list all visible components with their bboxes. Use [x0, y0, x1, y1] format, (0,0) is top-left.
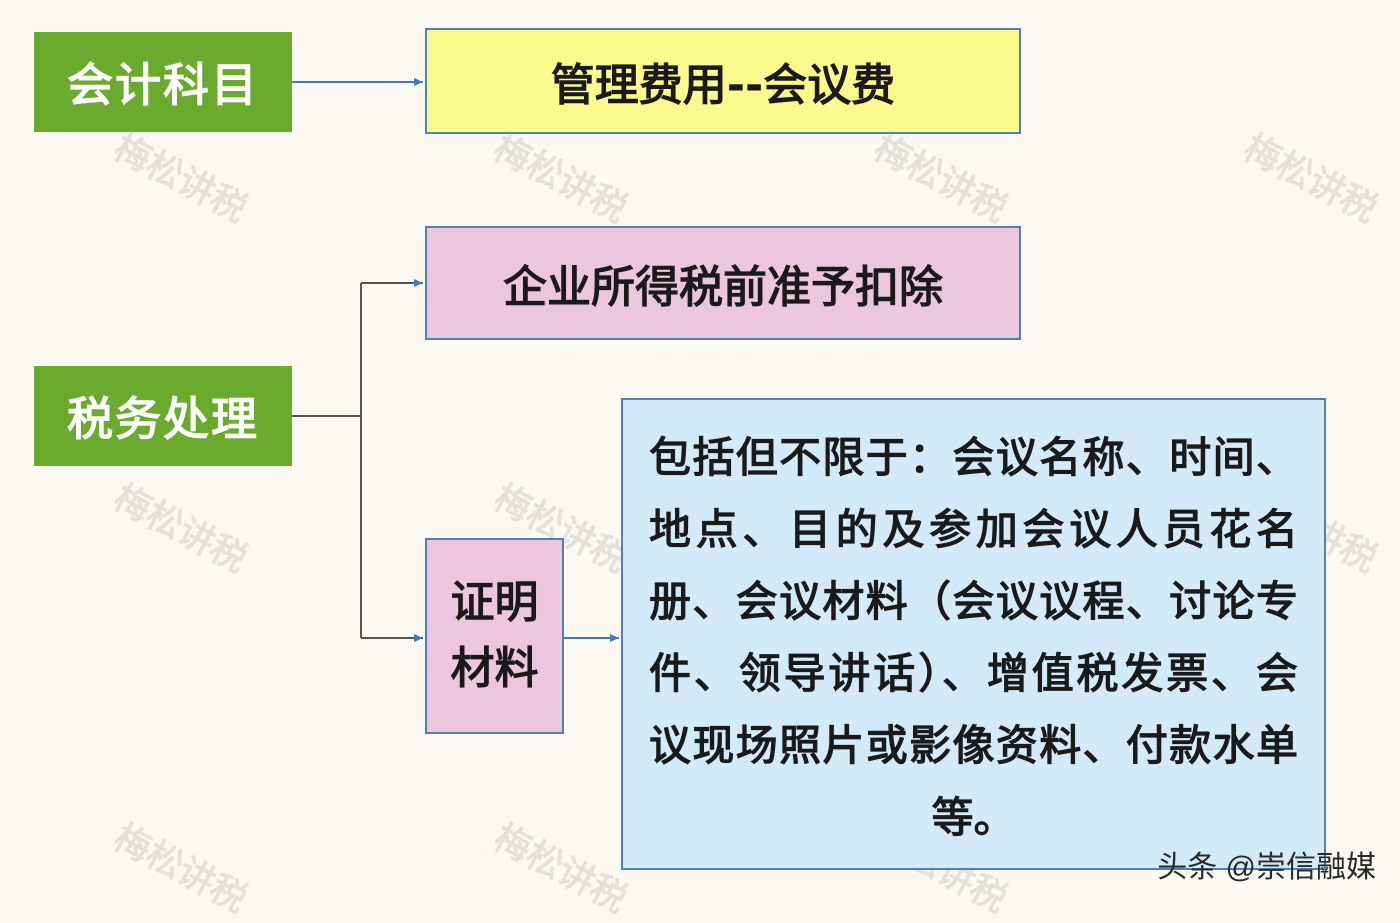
expense-category-box: 管理费用--会议费	[425, 28, 1021, 134]
proof-details-box: 包括但不限于：会议名称、时间、地点、目的及参加会议人员花名册、会议材料（会议议程…	[621, 398, 1326, 870]
source-credit: 头条 @崇信融媒	[1157, 851, 1376, 884]
proof-materials-label: 证明材料	[450, 577, 539, 694]
accounting-subject-box: 会计科目	[34, 32, 292, 132]
proof-details-text: 包括但不限于：会议名称、时间、地点、目的及参加会议人员花名册、会议材料（会议议程…	[649, 433, 1298, 842]
deduction-rule-box: 企业所得税前准予扣除	[425, 226, 1021, 340]
tax-treatment-box: 税务处理	[34, 366, 292, 466]
proof-materials-box: 证明材料	[425, 538, 564, 734]
